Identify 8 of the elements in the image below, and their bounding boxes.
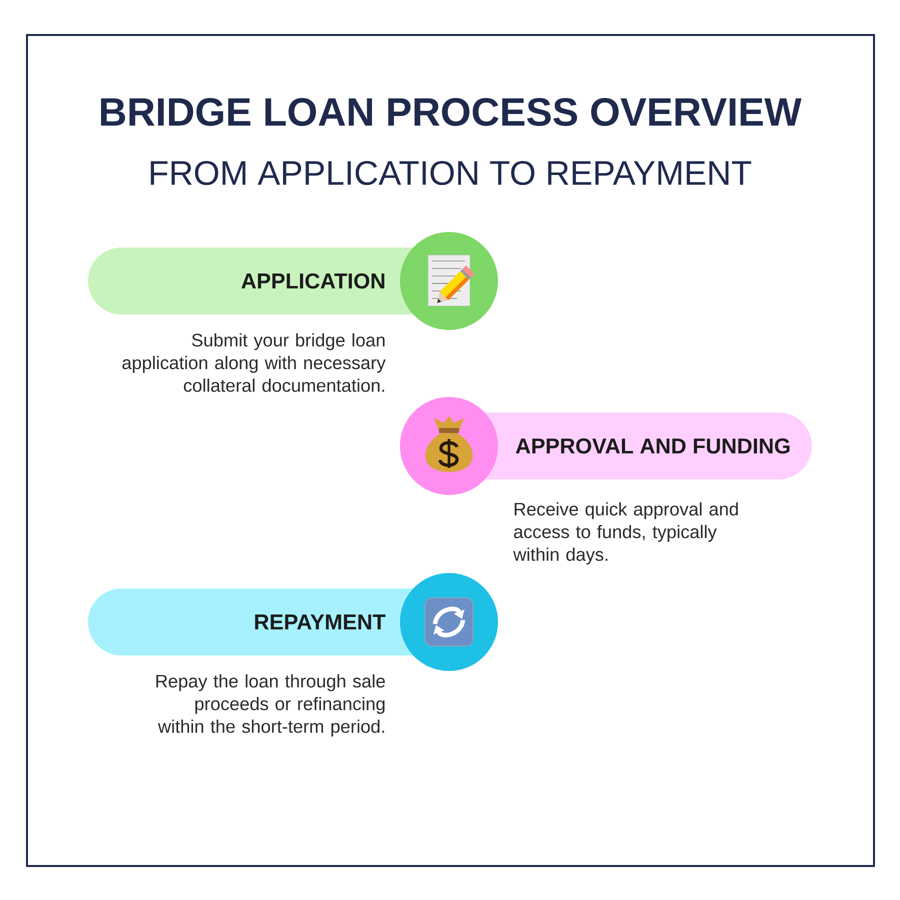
process-band: REPAYMENT bbox=[88, 588, 414, 656]
description-text: Repay the loan through sale proceeds or refinancing within the short-term period. bbox=[156, 674, 385, 736]
description-text: Submit your bridge loan application along with necessary collateral documentation. bbox=[122, 333, 386, 392]
process-band: APPLICATION bbox=[88, 247, 414, 314]
title: BRIDGE LOAN PROCESS OVERVIEW bbox=[101, 98, 802, 126]
subtitle: FROM APPLICATION TO REPAYMENT bbox=[150, 160, 752, 186]
process-band: APPROVAL AND FUNDING bbox=[484, 412, 812, 480]
description-text: Receive quick approval and access to funds, typically within days. bbox=[513, 502, 738, 564]
